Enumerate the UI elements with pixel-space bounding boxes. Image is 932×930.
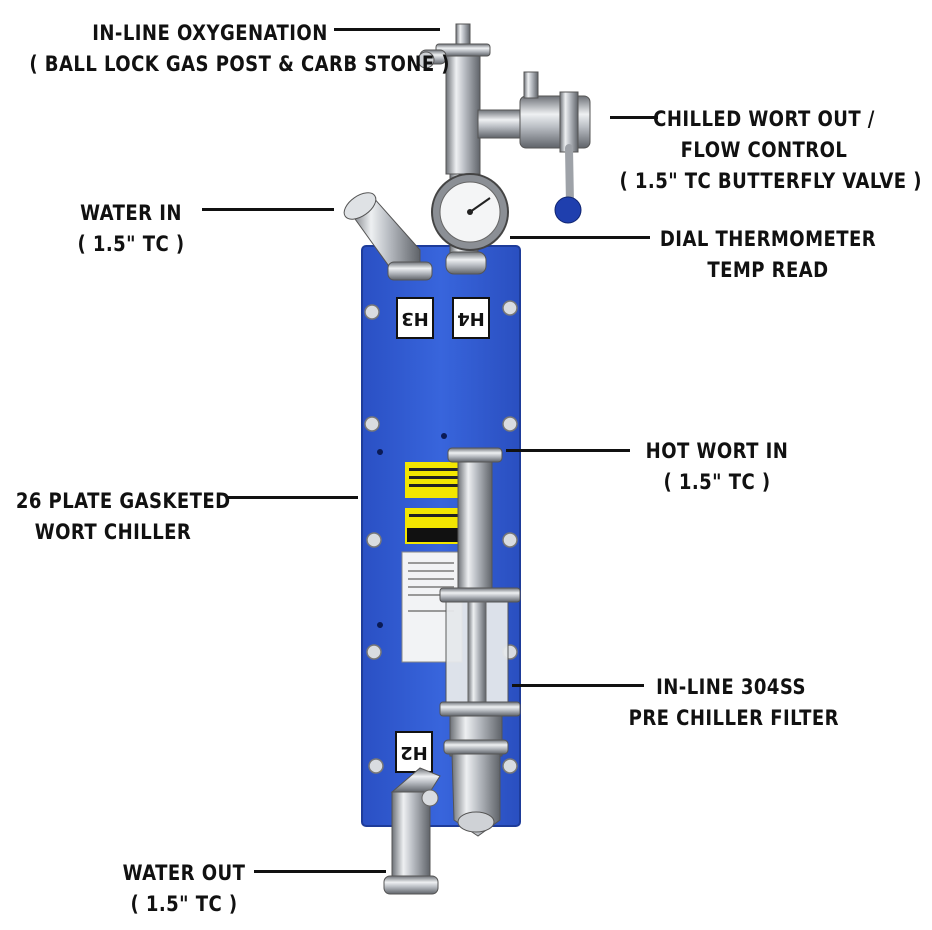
- thermometer-line1: DIAL THERMOMETER: [659, 227, 877, 251]
- chiller-label: 26 PLATE GASKETED WORT CHILLER: [15, 486, 231, 548]
- chilled-out-label: CHILLED WORT OUT / FLOW CONTROL ( 1.5" T…: [619, 104, 922, 197]
- port-h3: H3: [401, 308, 429, 329]
- filter-line2: PRE CHILLER FILTER: [628, 706, 839, 730]
- filter-line1: IN-LINE 304SS: [656, 675, 806, 699]
- chilled-out-callout-line: [610, 116, 658, 119]
- thermometer-line2: TEMP READ: [707, 258, 829, 282]
- chilled-out-line3: ( 1.5" TC BUTTERFLY VALVE ): [619, 169, 922, 193]
- water-out-label: WATER OUT ( 1.5" TC ): [115, 858, 253, 920]
- port-h4: H4: [457, 308, 485, 329]
- chiller-line1: 26 PLATE GASKETED: [15, 489, 231, 513]
- hot-wort-line1: HOT WORT IN: [645, 439, 789, 463]
- water-out-line2: ( 1.5" TC ): [130, 892, 238, 916]
- water-in-line1: WATER IN: [80, 201, 182, 225]
- water-in-label: WATER IN ( 1.5" TC ): [67, 198, 196, 260]
- water-out-line1: WATER OUT: [122, 861, 246, 885]
- water-out-callout-line: [254, 870, 386, 873]
- chiller-callout-line: [226, 496, 358, 499]
- hot-wort-pipe: [457, 451, 493, 603]
- chiller-line2: WORT CHILLER: [34, 520, 192, 544]
- port-h2: H2: [400, 742, 428, 763]
- butterfly-valve: [519, 95, 591, 149]
- filter-callout-line: [512, 684, 644, 687]
- filter-label: IN-LINE 304SS PRE CHILLER FILTER: [628, 672, 839, 734]
- oxygenation-tee: [445, 55, 481, 175]
- water-out-pipe: [391, 791, 431, 889]
- chilled-out-line1: CHILLED WORT OUT /: [653, 107, 875, 131]
- oxygenation-line1: IN-LINE OXYGENATION: [92, 21, 328, 45]
- water-in-callout-line: [202, 208, 334, 211]
- hot-wort-label: HOT WORT IN ( 1.5" TC ): [639, 436, 796, 498]
- valve-knob-icon: [554, 196, 582, 224]
- hot-wort-line2: ( 1.5" TC ): [663, 470, 771, 494]
- oxygenation-line2: ( BALL LOCK GAS POST & CARB STONE ): [29, 52, 450, 76]
- oxygenation-callout-line: [334, 28, 440, 31]
- thermometer-callout-line: [510, 236, 650, 239]
- warning-sticker: [405, 462, 463, 498]
- water-in-line2: ( 1.5" TC ): [77, 232, 185, 256]
- hot-wort-callout-line: [506, 449, 630, 452]
- chilled-out-line2: FLOW CONTROL: [680, 138, 848, 162]
- oxygenation-label: IN-LINE OXYGENATION ( BALL LOCK GAS POST…: [29, 18, 450, 80]
- thermometer-label: DIAL THERMOMETER TEMP READ: [658, 224, 878, 286]
